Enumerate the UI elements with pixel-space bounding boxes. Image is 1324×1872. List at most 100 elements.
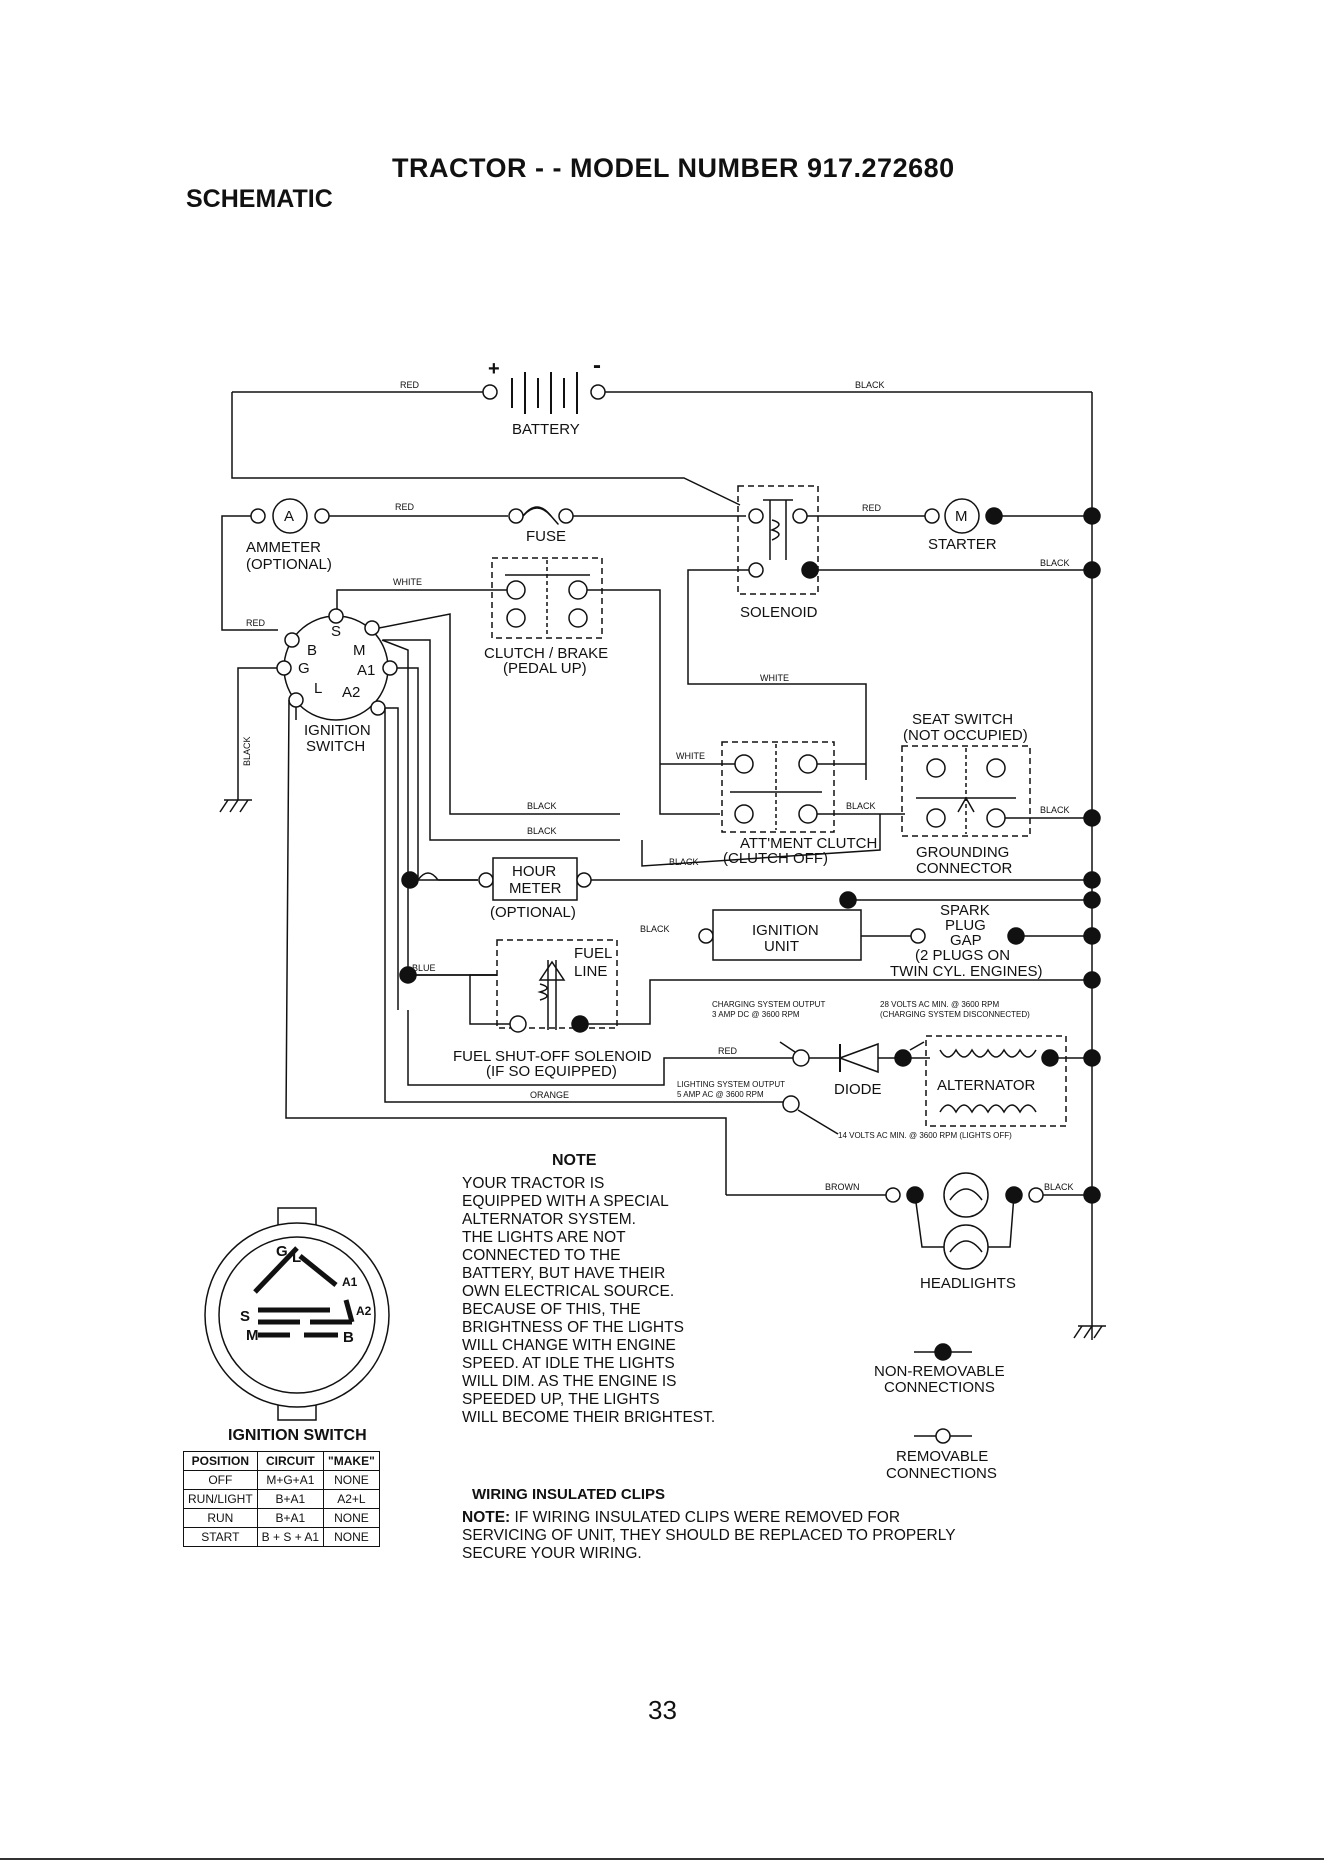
hour-meter-label: HOUR [512,863,556,880]
volts28-sub: (CHARGING SYSTEM DISCONNECTED) [880,1010,1030,1019]
wire-black-1: BLACK [527,801,557,811]
face-g: G [276,1243,288,1260]
ignition-switch-table: POSITION CIRCUIT "MAKE" OFF M+G+A1 NONE … [183,1451,380,1547]
hour-meter-optional: (OPTIONAL) [490,904,576,921]
headlights-label: HEADLIGHTS [920,1275,1016,1292]
legend-removable: REMOVABLE CONNECTIONS [886,1428,997,1482]
alternator-label: ALTERNATOR [937,1077,1036,1094]
charging-label: CHARGING SYSTEM OUTPUT [712,1000,825,1009]
wire-red-ammeter: RED [395,502,415,512]
ammeter: A AMMETER (OPTIONAL) [246,498,332,573]
clips-note: NOTE: IF WIRING INSULATED CLIPS WERE REM… [462,1509,982,1563]
wire-orange: ORANGE [530,1090,569,1100]
headlights: HEADLIGHTS [885,1172,1044,1292]
terminal-a2: A2 [342,684,360,701]
ignition-switch-label: IGNITION [304,722,371,739]
battery-plus: + [488,358,500,380]
section-title: SCHEMATIC [186,185,333,213]
hour-meter-label2: METER [509,880,562,897]
wire-brown: BROWN [825,1182,860,1192]
table-header-row: POSITION CIRCUIT "MAKE" [183,1451,380,1471]
wire-black-head: BLACK [1044,1182,1074,1192]
seat-switch: SEAT SWITCH (NOT OCCUPIED) [901,711,1031,837]
attachment-clutch-sub: (CLUTCH OFF) [723,850,828,867]
lighting-value: 5 AMP AC @ 3600 RPM [677,1090,764,1099]
wire-black-battery: BLACK [855,380,885,390]
clips-note-text: IF WIRING INSULATED CLIPS WERE REMOVED F… [462,1509,956,1562]
non-removable-sub: CONNECTIONS [884,1379,995,1396]
starter-label: STARTER [928,536,997,553]
table-cell: NONE [323,1470,380,1490]
wire-black-2: BLACK [527,826,557,836]
table-cell: NONE [323,1508,380,1528]
table-row: RUN/LIGHT B+A1 A2+L [183,1489,380,1509]
note-title: NOTE [552,1152,597,1169]
legend-non-removable: NON-REMOVABLE CONNECTIONS [874,1343,1005,1396]
wire-white-clutch: WHITE [393,577,422,587]
table-cell: NONE [323,1527,380,1547]
face-a1: A1 [342,1275,358,1289]
terminal-g: G [298,660,310,677]
table-row: RUN B+A1 NONE [183,1508,380,1528]
clutch-brake-sub: (PEDAL UP) [503,660,587,677]
table-cell: RUN/LIGHT [183,1489,258,1509]
fuel-sol-sub: (IF SO EQUIPPED) [486,1063,617,1080]
plug-label: PLUG [945,917,986,934]
attachment-clutch-label: ATT'MENT CLUTCH [740,835,877,852]
diode: DIODE [809,1042,903,1098]
wire-white-att: WHITE [676,751,705,761]
table-cell: A2+L [323,1489,380,1509]
lighting-label: LIGHTING SYSTEM OUTPUT [677,1080,785,1089]
wire-black-ground: BLACK [242,736,252,766]
non-removable-label: NON-REMOVABLE [874,1363,1005,1380]
line-label: LINE [574,963,607,980]
ammeter-optional: (OPTIONAL) [246,556,332,573]
wire-black-seat: BLACK [1040,805,1070,815]
table-cell: B + S + A1 [256,1527,325,1547]
seat-switch-sub: (NOT OCCUPIED) [903,727,1028,744]
fuel-shutoff-solenoid: FUEL LINE [496,939,618,1033]
hour-meter: HOUR METER (OPTIONAL) [401,857,592,921]
face-l: L [292,1249,301,1266]
spark-label: SPARK [940,902,990,919]
alternator: ALTERNATOR [925,1035,1067,1127]
terminal-b: B [307,642,317,659]
attachment-clutch-switch: ATT'MENT CLUTCH (CLUTCH OFF) [721,741,877,867]
table-header: CIRCUIT [256,1451,325,1471]
ignition-switch: B S M G A1 L A2 IGNITION SWITCH [276,608,398,755]
ammeter-letter: A [284,508,294,525]
solenoid-label: SOLENOID [740,604,818,621]
face-a2: A2 [356,1304,372,1318]
wire-blue: BLUE [412,963,436,973]
clutch-brake-label: CLUTCH / BRAKE [484,645,608,662]
wire-black-att: BLACK [846,801,876,811]
ignition-unit-label2: UNIT [764,938,799,955]
ammeter-label: AMMETER [246,539,321,556]
table-cell: START [183,1527,258,1547]
face-m: M [246,1327,259,1344]
page-bottom-rule [0,1858,1324,1860]
wire-black-att2: BLACK [669,857,699,867]
table-cell: M+G+A1 [256,1470,325,1490]
grounding-sub: CONNECTOR [916,860,1013,877]
wire-black-solenoid: BLACK [1040,558,1070,568]
table-row: START B + S + A1 NONE [183,1527,380,1547]
face-b: B [343,1329,354,1346]
terminal-a1: A1 [357,662,375,679]
page-title: TRACTOR - - MODEL NUMBER 917.272680 [392,153,955,183]
table-cell: OFF [183,1470,258,1490]
grounding-label: GROUNDING [916,844,1009,861]
wire-red-starter: RED [862,503,882,513]
terminal-s: S [331,623,341,640]
wire-red-diode: RED [718,1046,738,1056]
table-cell: B+A1 [256,1508,325,1528]
starter-letter: M [955,508,968,525]
table-header: POSITION [183,1451,258,1471]
wire-white-solenoid: WHITE [760,673,789,683]
wire-black-ign: BLACK [640,924,670,934]
battery: + - BATTERY RED BLACK [232,352,1092,438]
ignition-switch-label2: SWITCH [306,738,365,755]
wire-red-ignition: RED [246,618,266,628]
